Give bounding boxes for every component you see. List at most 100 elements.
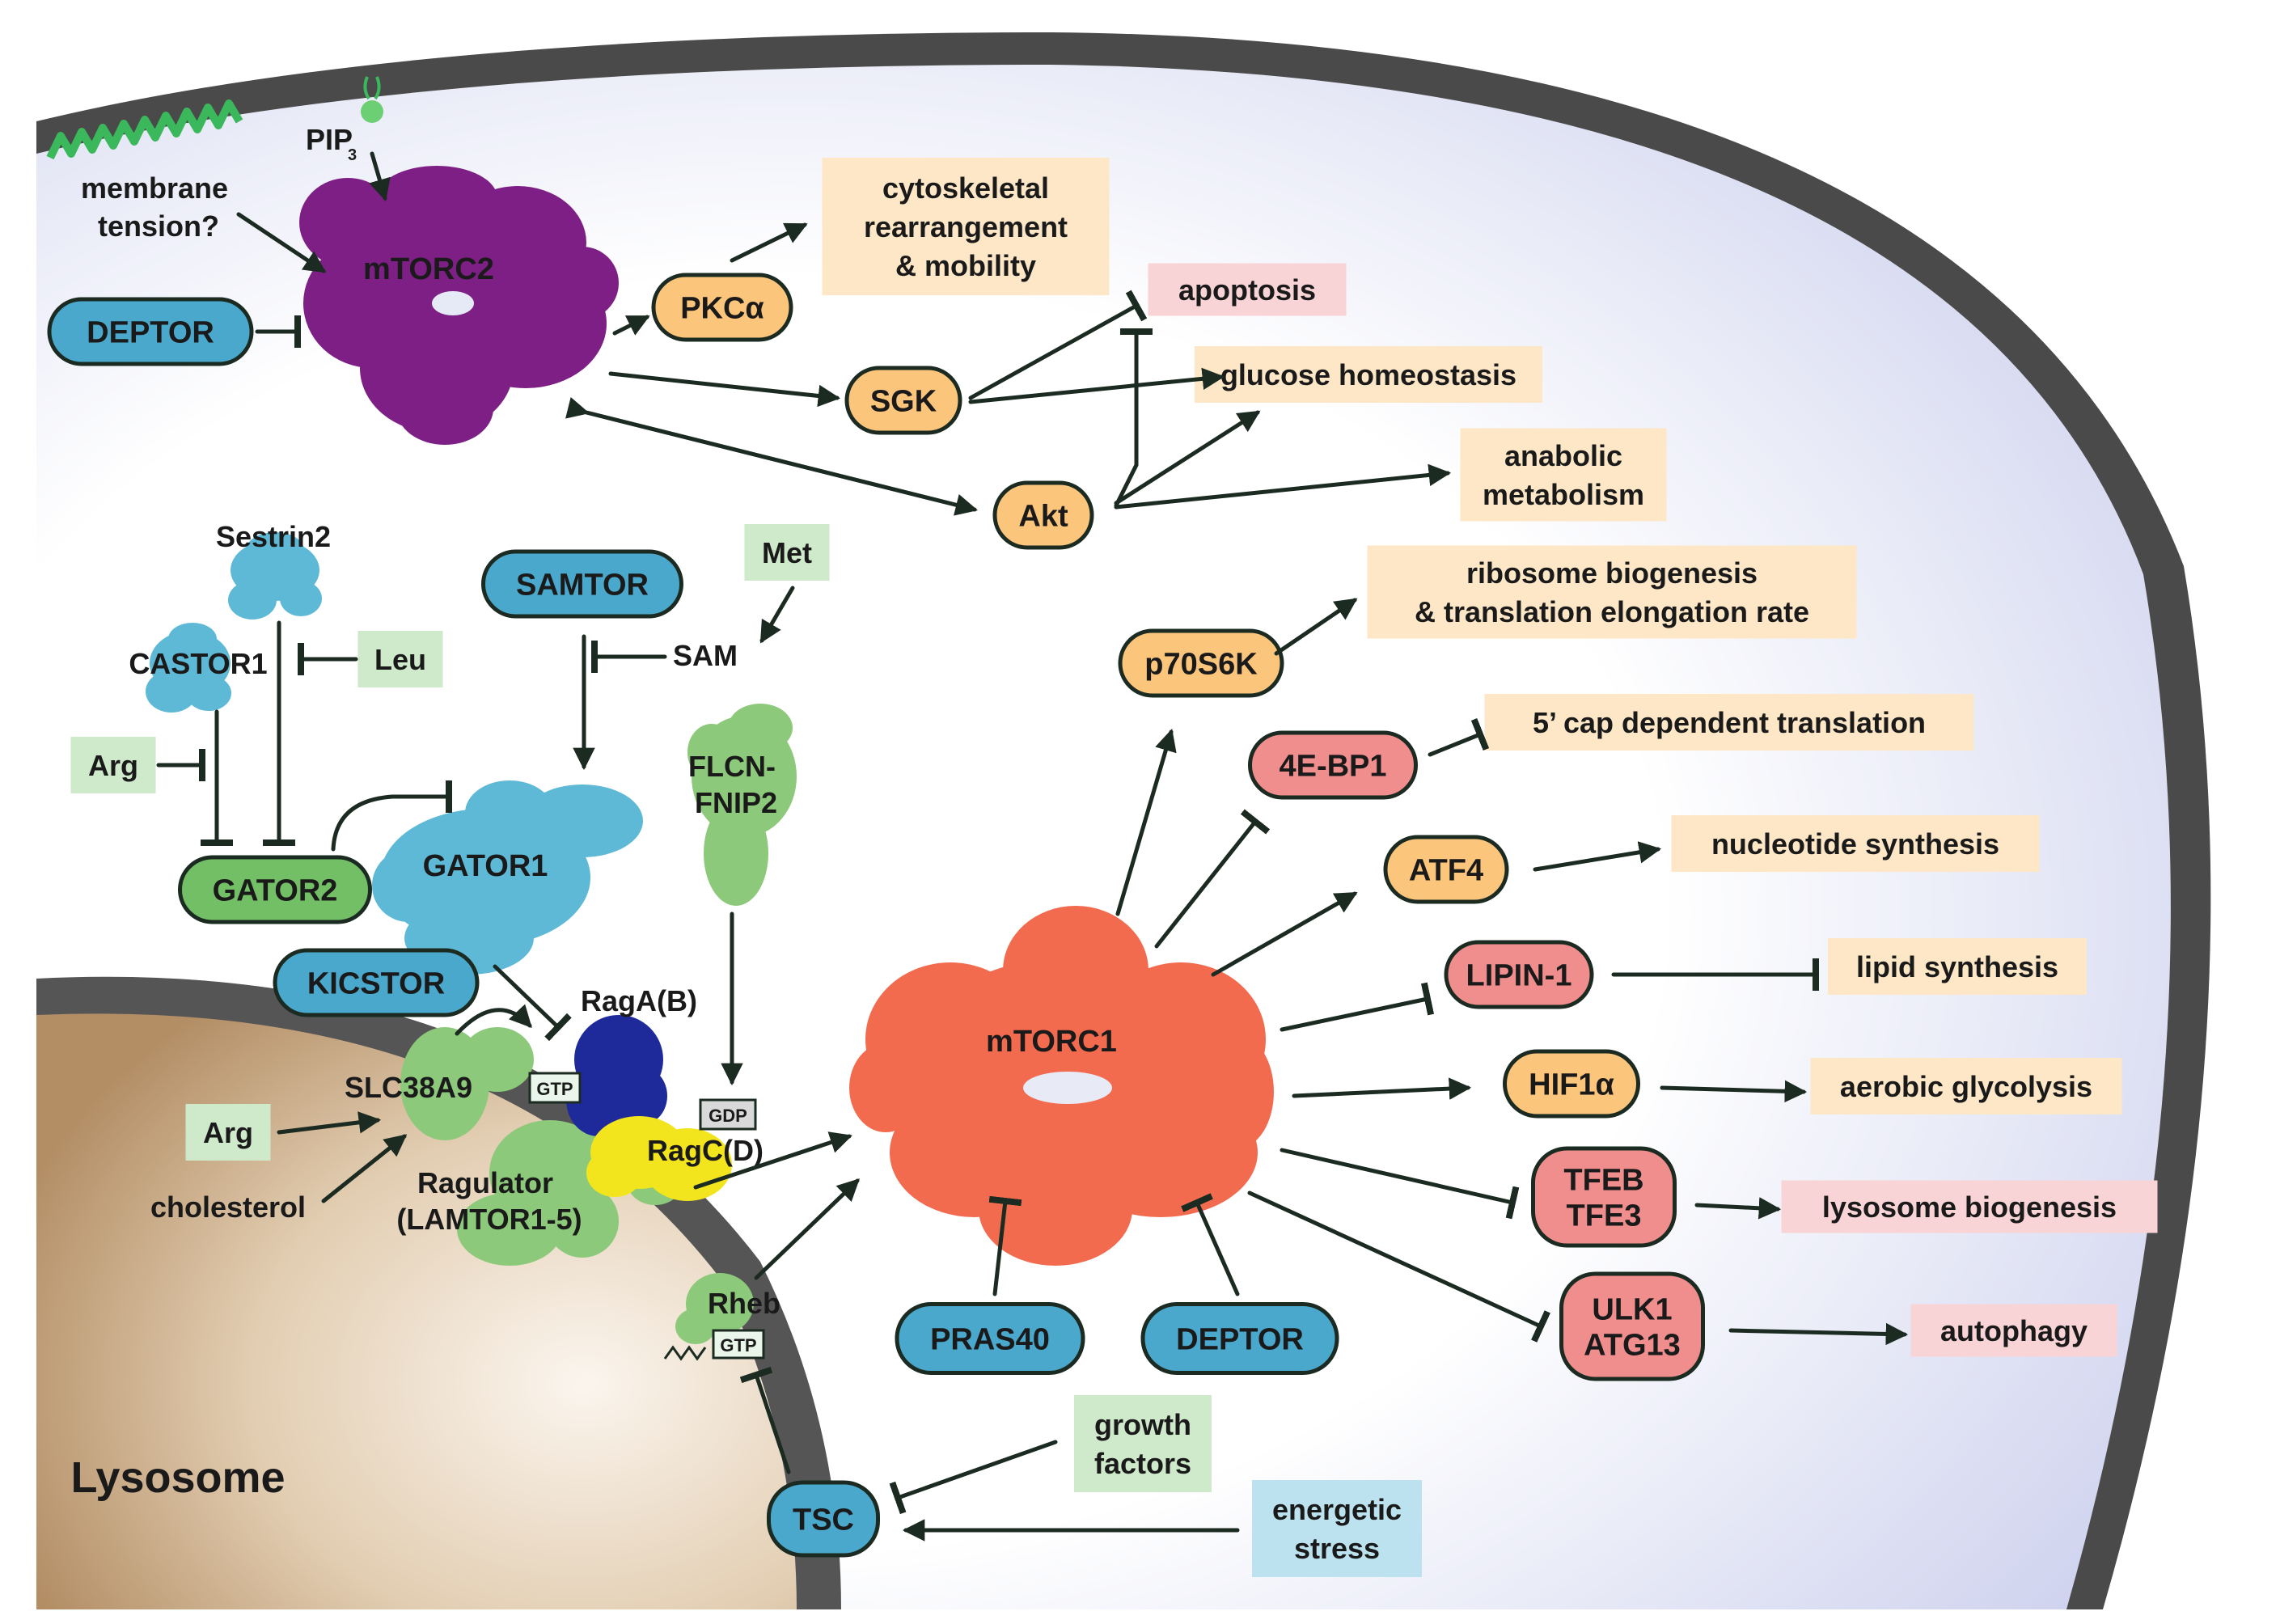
edge-tension-mtorc2 — [236, 212, 327, 273]
edge-met-sam — [759, 586, 795, 644]
pill-gator2: GATOR2 — [178, 855, 372, 924]
edge-sgk-apoptosis — [968, 290, 1148, 400]
pill-label-samtor: SAMTOR — [516, 569, 649, 603]
edge-kicstor-raga — [493, 964, 572, 1042]
outcome-apoptosis: apoptosis — [1148, 263, 1347, 316]
pill-4ebp1: 4E-BP1 — [1248, 730, 1418, 800]
pill-label-lipin1: LIPIN-1 — [1466, 959, 1572, 993]
lysosome-lumen — [36, 1013, 797, 1609]
edge-ulk1-autophagy — [1728, 1322, 1909, 1346]
edge-mtorc1-tfeb — [1280, 1148, 1520, 1220]
edge-p70s6k-ribosome — [1274, 598, 1358, 656]
rheb-protein — [675, 1273, 754, 1344]
rheb-label: Rheb — [708, 1287, 780, 1320]
pill-label-kicstor: KICSTOR — [307, 967, 445, 1001]
mtorc2-cleft — [432, 291, 474, 315]
edge-cholesterol-slc38a9 — [321, 1134, 408, 1203]
receptor-icon — [46, 99, 243, 160]
pill-label-tsc: TSC — [793, 1503, 854, 1537]
castor1-label: CASTOR1 — [129, 647, 267, 680]
pill-p70s6k: p70S6K — [1118, 628, 1284, 698]
pill-label-atf4: ATF4 — [1409, 854, 1483, 888]
svg-text:GTP: GTP — [720, 1335, 756, 1355]
pip3-label: PIP — [306, 123, 353, 156]
label-lipid: lipid synthesis — [1856, 950, 2058, 983]
edge-mtorc1-p70s6k — [1115, 729, 1177, 916]
pill-samtor: SAMTOR — [481, 549, 683, 619]
edge-slc38a9-raga — [455, 1004, 532, 1036]
label-nucleotide: nucleotide synthesis — [1711, 827, 1999, 861]
gator1-label: GATOR1 — [423, 849, 548, 883]
edge-mtorc1-ulk1 — [1247, 1191, 1550, 1343]
edge-deptor-mtorc1 — [1181, 1193, 1240, 1296]
outcome-cap: 5’ cap dependent translation — [1484, 694, 1974, 751]
pill-label-deptor-top: DEPTOR — [87, 316, 214, 350]
label-glycolysis: aerobic glycolysis — [1840, 1070, 2092, 1103]
outcome-autophagy: autophagy — [1910, 1304, 2117, 1357]
input-arg-top: Arg — [70, 737, 156, 793]
mtorc1-complex — [849, 906, 1274, 1266]
edge-akt-glucose — [1114, 410, 1261, 505]
slc38a9-label: SLC38A9 — [345, 1071, 472, 1104]
pill-label-4ebp1: 4E-BP1 — [1279, 750, 1386, 784]
sestrin2-protein — [228, 532, 322, 620]
gator1-protein — [372, 780, 643, 975]
pill-label-pkca: PKCα — [680, 292, 764, 326]
ragulator-label: Ragulator (LAMTOR1-5) — [396, 1166, 582, 1236]
rheb-gtp-tag: GTP — [712, 1329, 765, 1360]
pill-label-gator2: GATOR2 — [213, 874, 338, 908]
pill-tsc: TSC — [767, 1480, 880, 1558]
edge-mtorc2-sgk — [608, 371, 841, 408]
pill-atf4: ATF4 — [1383, 835, 1509, 904]
edge-akt-apoptosis — [1114, 328, 1153, 508]
rheb-lipid-anchor — [663, 1345, 707, 1361]
outcome-glycolysis: aerobic glycolysis — [1810, 1058, 2122, 1114]
pill-label-sgk: SGK — [870, 385, 937, 419]
flcn-fnip2-label: FLCN- FNIP2 — [688, 750, 784, 819]
label-glucose: glucose homeostasis — [1220, 358, 1516, 391]
label-leu: Leu — [374, 643, 426, 676]
pill-label-pras40: PRAS40 — [930, 1323, 1050, 1357]
ragc-label: RagC(D) — [647, 1134, 764, 1167]
edge-pip3-mtorc2 — [369, 151, 391, 201]
edge-atf4-nucleotide — [1533, 841, 1662, 872]
flcn-fnip2-protein — [687, 704, 797, 906]
pill-pkca: PKCα — [651, 273, 793, 342]
edge-arg-slc38a9 — [277, 1111, 382, 1135]
pill-akt: Akt — [992, 480, 1094, 550]
edge-hif1a-glycolysis — [1660, 1080, 1808, 1103]
label-arg-bottom: Arg — [203, 1116, 253, 1149]
mtorc1-label: mTORC1 — [986, 1025, 1117, 1059]
pill-label-p70s6k: p70S6K — [1144, 648, 1258, 682]
ragc-protein — [586, 1116, 732, 1201]
edge-akt-anabolic — [1114, 463, 1452, 510]
raga-gtp-tag: GTP — [528, 1072, 582, 1104]
edge-pkca-cytoskeleton — [730, 222, 808, 263]
ragc-gdp-tag: GDP — [699, 1098, 757, 1131]
sam-label: SAM — [673, 639, 738, 672]
edge-mtorc1-hif1a — [1292, 1077, 1472, 1100]
pill-label-akt: Akt — [1018, 500, 1068, 534]
mtorc2-label: mTORC2 — [363, 252, 494, 286]
edge-4ebp1-cap — [1428, 717, 1490, 757]
outcome-nucleotide: nucleotide synthesis — [1671, 815, 2040, 872]
membrane-tension-label: membrane tension? — [81, 171, 236, 243]
label-met: Met — [762, 536, 812, 569]
lysosome-label: Lysosome — [70, 1453, 285, 1502]
edge-pras40-mtorc1 — [988, 1195, 1022, 1296]
pill-label-deptor-bottom: DEPTOR — [1176, 1323, 1304, 1357]
pill-lipin1: LIPIN-1 — [1444, 940, 1594, 1009]
label-autophagy: autophagy — [1940, 1314, 2088, 1347]
outcome-glucose: glucose homeostasis — [1195, 346, 1542, 403]
mtorc2-complex — [299, 166, 619, 445]
input-arg-bottom: Arg — [185, 1104, 271, 1161]
castor1-protein — [146, 623, 231, 713]
pill-hif1a: HIF1α — [1503, 1049, 1640, 1119]
raga-label: RagA(B) — [581, 984, 697, 1017]
